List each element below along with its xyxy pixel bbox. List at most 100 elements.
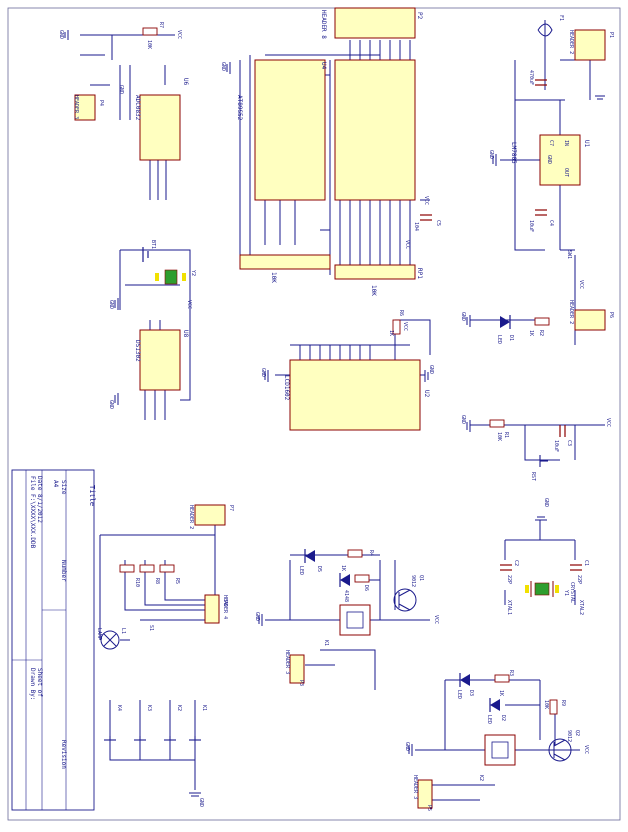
- gnd-label-3: GND: [108, 400, 114, 409]
- p5-ref: P5: [426, 805, 432, 811]
- diode-d2: [489, 698, 500, 712]
- r1-part: 10K: [496, 432, 502, 441]
- l1-ref: L1: [120, 628, 126, 634]
- gnd-label-6: GND: [428, 365, 434, 374]
- size-label: Size: [60, 480, 67, 495]
- gnd-label-11: GND: [254, 612, 260, 621]
- relay-k2: [484, 734, 516, 766]
- y1-part: CRYSTAL: [569, 582, 575, 603]
- u4-ref: U4: [320, 62, 327, 70]
- rp1-ref: RP1: [416, 268, 423, 279]
- number-label: Number: [60, 560, 67, 582]
- button-k3-label: K2: [176, 705, 182, 711]
- drawn-by-label: Drawn By:: [29, 668, 36, 701]
- gnd-label-7: GND: [488, 150, 494, 159]
- k-button-labels: K4 K3 K2 K1: [116, 705, 207, 711]
- relay-k1: [339, 604, 371, 636]
- d2-part: LED: [486, 715, 492, 724]
- c5-part: 104: [413, 222, 419, 231]
- xtal1-label: XTAL1: [506, 600, 512, 615]
- c7-part: 470uF: [528, 70, 534, 85]
- c4-part: 10uF: [528, 220, 534, 232]
- k2-ref: K2: [478, 775, 484, 781]
- led-d3: [459, 673, 470, 687]
- u4-part: AT89S52: [236, 95, 243, 121]
- c2-ref: C2: [513, 560, 519, 566]
- c7-ref: C7: [548, 140, 554, 146]
- u1-pin-in: IN: [563, 140, 569, 146]
- u6-ref: U6: [182, 78, 189, 86]
- title-block: Title Size A4 Number Revision Date 8/1/2…: [11, 469, 96, 811]
- resistor-pack-rp1: 10K RP1: [334, 264, 423, 296]
- chip-u6-adc0832: ADC0832 U6: [134, 78, 189, 161]
- r6-ref: R6: [398, 310, 404, 316]
- rp1-part: 10K: [370, 285, 377, 296]
- u6-part: ADC0832: [134, 95, 141, 121]
- transistor-q2: [548, 738, 572, 762]
- u2-ref: U2: [423, 390, 430, 398]
- r3-part: 1K: [498, 690, 504, 696]
- header-p1: HEADER 2 P1: [568, 29, 614, 61]
- p2-part: HEADER 8: [320, 10, 327, 39]
- d6-ref: D6: [363, 585, 369, 591]
- r9-part: 10K: [543, 700, 549, 709]
- gnd-label-12: GND: [404, 742, 410, 751]
- header-p3: HEADER 3: [284, 650, 305, 684]
- gnd-label-8: GND: [460, 312, 466, 321]
- r6-part: 1K: [388, 330, 394, 336]
- net-labels: GND VCC GND VCC GND GND GND GND VCC VCC …: [58, 30, 611, 807]
- k1-ref: K1: [323, 640, 329, 646]
- title-label: Title: [88, 485, 96, 506]
- vcc-label-7: VCC: [578, 280, 584, 289]
- fuse-f1: [537, 20, 553, 42]
- header-p9-small: [74, 94, 96, 121]
- y2-ref: Y2: [190, 270, 196, 276]
- f1-ref: F1: [558, 15, 564, 21]
- u8-part: DS1302: [134, 340, 141, 362]
- button-k4-label: K1: [201, 705, 207, 711]
- c2-part: 22P: [506, 575, 512, 584]
- crystal-y1: Y1 CRYSTAL: [525, 581, 575, 603]
- chip-u8-ds1302: DS1302 U8: [134, 329, 189, 391]
- button-k2-label: K3: [146, 705, 152, 711]
- wires: [80, 34, 605, 801]
- p6-ref: P6: [608, 312, 614, 318]
- resistors: [119, 27, 558, 715]
- p4-part: HEADER 3: [73, 95, 79, 119]
- c3-part: 10uF: [553, 440, 559, 452]
- xtal2-label: XTAL2: [578, 600, 584, 615]
- gnd-label-5: GND: [260, 368, 266, 377]
- u1-part: LM7805: [510, 142, 517, 164]
- sw1-ref: SW1: [566, 250, 572, 259]
- p5-part: HEADER 3: [412, 775, 418, 799]
- header-p2: HEADER 8 P2: [320, 7, 423, 39]
- c5-ref: C5: [435, 220, 441, 226]
- button-k1-label: K4: [116, 705, 122, 711]
- r9-ref: R9: [560, 700, 566, 706]
- r4-part: 1K: [340, 565, 346, 571]
- gnd-label-13: GND: [198, 798, 204, 807]
- gnd-label-14: GND: [118, 85, 124, 94]
- sheet-border: [7, 7, 621, 821]
- vcc-label-8: VCC: [433, 615, 439, 624]
- y1-ref: Y1: [563, 590, 569, 596]
- revision-label: Revision: [60, 740, 67, 769]
- u8-ref: U8: [182, 330, 189, 338]
- r5-ref: R5: [174, 578, 180, 584]
- led-d1: [500, 315, 511, 329]
- s1-ref: S1: [148, 625, 154, 631]
- r7-ref: R7: [158, 22, 164, 28]
- p1-part: HEADER 2: [568, 30, 574, 54]
- c1-part: 22P: [576, 575, 582, 584]
- u2-part: LCD1602: [283, 375, 290, 401]
- file-value: F:\XXXX\XXX.DDB: [29, 494, 36, 549]
- p8-ref: P8: [222, 600, 228, 606]
- u1-ref: U1: [583, 140, 590, 148]
- date-value: 8/1/2012: [36, 494, 43, 523]
- r2-part: 1K: [528, 330, 534, 336]
- lamp-l1: [100, 630, 120, 650]
- push-buttons: [104, 455, 548, 741]
- vcc-label-4: VCC: [423, 196, 429, 205]
- header-p6: HEADER 2 P6: [568, 300, 614, 331]
- l1-part: LAMP: [96, 628, 102, 640]
